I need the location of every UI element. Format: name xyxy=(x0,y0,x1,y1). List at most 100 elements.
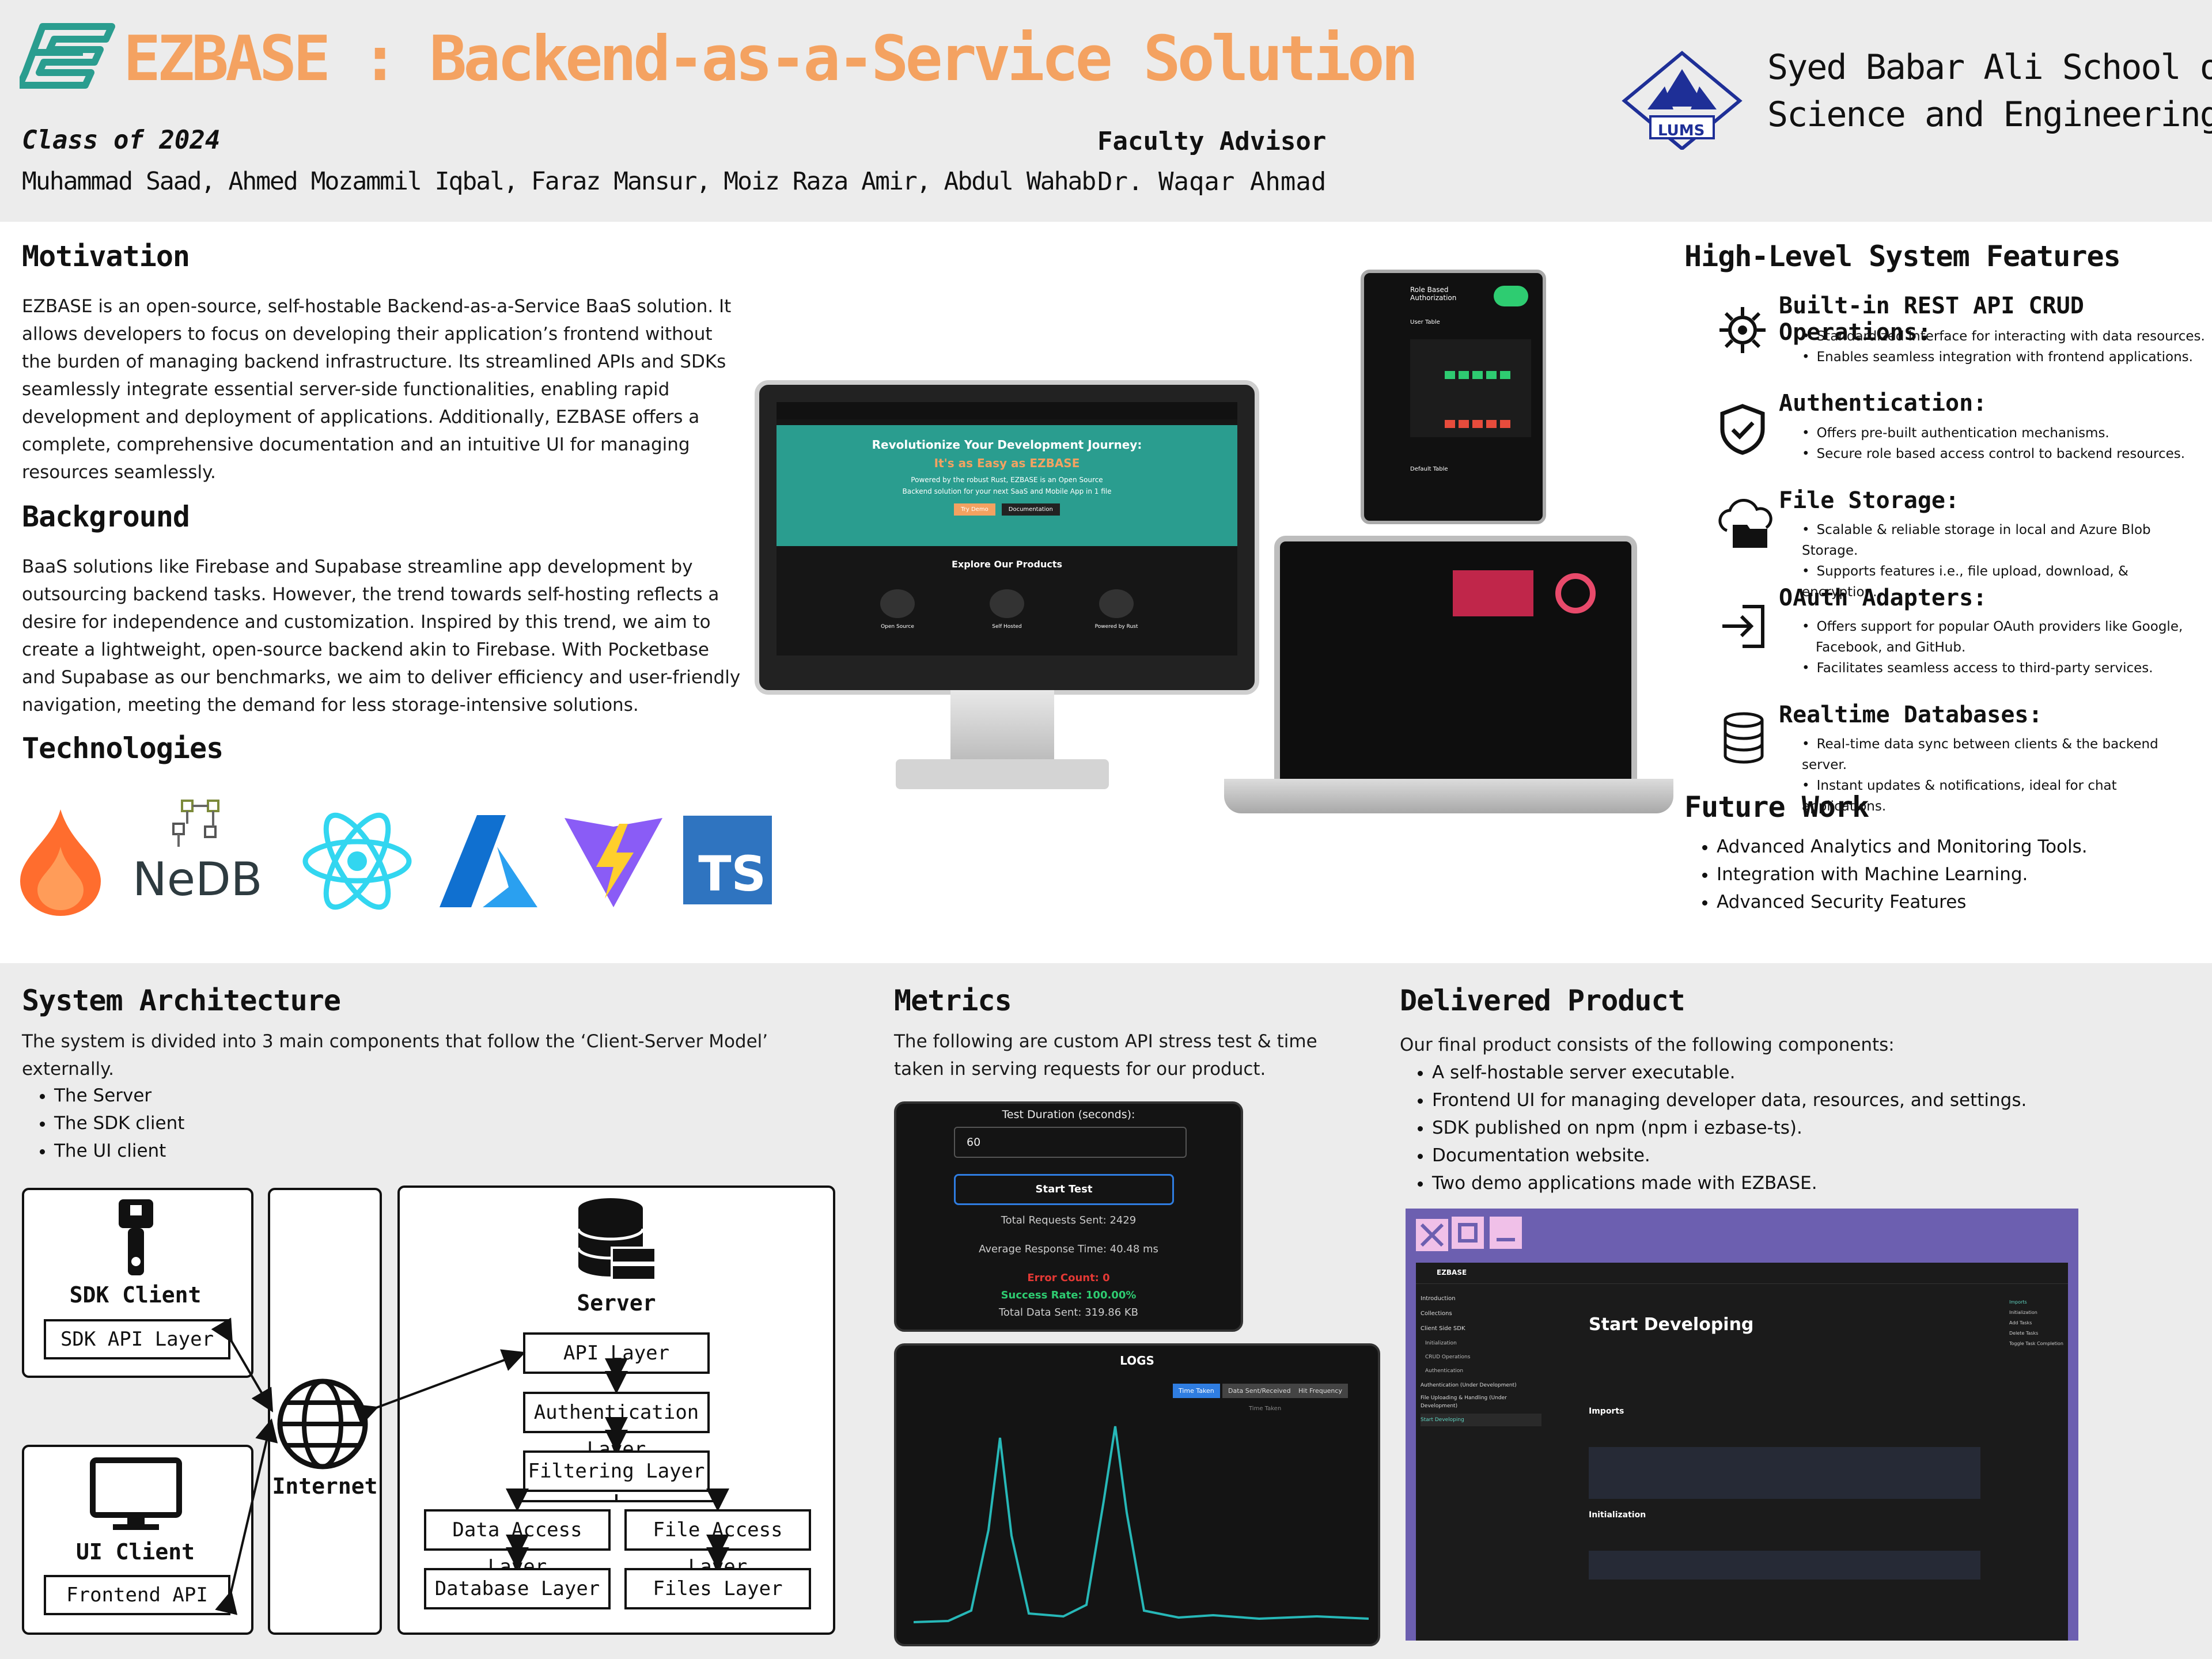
feature-bullet: Scalable & reliable storage in local and… xyxy=(1802,520,2205,561)
docs-nav-item-active[interactable]: Start Developing xyxy=(1421,1414,1541,1426)
docs-nav-item[interactable]: Client Side SDK xyxy=(1421,1325,1465,1332)
chart-legend: Time Taken xyxy=(1249,1406,1282,1412)
feature-list-oauth: Offers support for popular OAuth provide… xyxy=(1779,616,2205,679)
architecture-item: The SDK client xyxy=(54,1109,184,1137)
school-line2: Science and Engineering xyxy=(1767,94,2212,135)
feature-title-realtime: Realtime Databases: xyxy=(1779,702,2043,728)
success-rate: Success Rate: 100.00% xyxy=(1001,1289,1137,1301)
laptop-base xyxy=(1224,779,1673,813)
azure-icon xyxy=(437,812,540,910)
hero-line2: It's as Easy as EZBASE xyxy=(934,456,1080,470)
toc-item[interactable]: Toggle Task Completion xyxy=(2009,1341,2063,1346)
open-source-icon xyxy=(880,589,915,618)
monitor-navbar xyxy=(777,402,1237,419)
server-database-icon xyxy=(576,1197,657,1283)
shield-check-icon xyxy=(1717,403,1768,455)
monitor-base xyxy=(896,759,1109,789)
tablet-title: Role Based Authorization xyxy=(1410,286,1457,302)
feature-list-auth: Offers pre-built authentication mechanis… xyxy=(1779,423,2205,464)
tab-time-taken[interactable]: Time Taken xyxy=(1173,1384,1220,1398)
docs-sidebar: Introduction Collections Client Side SDK… xyxy=(1421,1291,1541,1426)
error-count: Error Count: 0 xyxy=(1027,1272,1110,1284)
authors: Muhammad Saad, Ahmed Mozammil Iqbal, Far… xyxy=(22,167,1096,196)
docs-imports-heading: Imports xyxy=(1589,1407,1624,1416)
header-band xyxy=(0,0,2212,222)
docs-nav-item[interactable]: Initialization xyxy=(1425,1340,1457,1346)
delivered-title: Delivered Product xyxy=(1400,984,1685,1017)
docs-nav-item[interactable]: Collections xyxy=(1421,1310,1452,1317)
tab-data-sent[interactable]: Data Sent/Received xyxy=(1222,1384,1297,1398)
tablet-default-table: Default Table xyxy=(1410,466,1448,472)
docs-screen: EZBASE Introduction Collections Client S… xyxy=(1416,1263,2068,1641)
product-rust: Powered by Rust xyxy=(1094,624,1138,630)
monitor-mockup: Revolutionize Your Development Journey: … xyxy=(755,380,1259,695)
tab-hit-frequency[interactable]: Hit Frequency xyxy=(1293,1384,1348,1398)
duration-input[interactable]: 60 xyxy=(954,1127,1187,1158)
toc-item[interactable]: Initialization xyxy=(2009,1310,2037,1315)
vite-icon xyxy=(562,812,665,910)
tablet-user-table: User Table xyxy=(1410,319,1440,325)
feature-bullet: Offers pre-built authentication mechanis… xyxy=(1802,423,2205,444)
api-layer: API Layer xyxy=(523,1332,710,1374)
feature-bullet: Secure role based access control to back… xyxy=(1802,444,2205,464)
docs-code-block xyxy=(1589,1551,1980,1580)
documentation-button[interactable]: Documentation xyxy=(1001,503,1060,516)
monitor-screen: Revolutionize Your Development Journey: … xyxy=(777,402,1237,656)
window-minimize-icon[interactable] xyxy=(1490,1217,1522,1249)
total-data: Total Data Sent: 319.86 KB xyxy=(998,1306,1139,1319)
future-item: Integration with Machine Learning. xyxy=(1717,861,2088,888)
nedb-logo: NeDB xyxy=(130,795,274,910)
rust-icon xyxy=(1099,589,1134,618)
toc-item[interactable]: Imports xyxy=(2009,1300,2027,1305)
laptop-image-preview xyxy=(1453,570,1533,616)
toc-item[interactable]: Add Tasks xyxy=(2009,1320,2032,1325)
lums-logo xyxy=(1619,46,1745,151)
docs-nav-item[interactable]: CRUD Operations xyxy=(1425,1354,1471,1360)
toc-item[interactable]: Delete Tasks xyxy=(2009,1331,2039,1336)
nedb-label: NeDB xyxy=(132,853,263,906)
docs-init-heading: Initialization xyxy=(1589,1510,1646,1520)
ts-label: TS xyxy=(698,846,766,902)
api-gear-icon xyxy=(1717,304,1768,356)
tablet-toggle[interactable] xyxy=(1494,286,1528,306)
delivered-item: SDK published on npm (npm i ezbase-ts). xyxy=(1432,1114,2027,1142)
architecture-item: The Server xyxy=(54,1082,184,1109)
metrics-intro: The following are custom API stress test… xyxy=(894,1031,1317,1080)
delivered-item: Two demo applications made with EZBASE. xyxy=(1432,1169,2027,1197)
docs-nav-item[interactable]: File Uploading & Handling (Under Develop… xyxy=(1421,1395,1507,1409)
delivered-item: Documentation website. xyxy=(1432,1142,2027,1169)
window-maximize-icon[interactable] xyxy=(1452,1217,1484,1249)
feature-list-crud: Standardized interface for interacting w… xyxy=(1779,326,2205,368)
feature-list-storage: Scalable & reliable storage in local and… xyxy=(1779,520,2205,603)
login-arrow-icon xyxy=(1719,602,1768,651)
cloud-folder-icon xyxy=(1715,498,1773,551)
docs-nav-item[interactable]: Authentication (Under Development) xyxy=(1421,1382,1517,1388)
poster-title: EZBASE : Backend-as-a-Service Solution xyxy=(123,23,1419,95)
feature-bullet: Offers support for popular OAuth provide… xyxy=(1802,616,2205,637)
feature-bullet: Enables seamless integration with fronte… xyxy=(1802,347,2205,368)
start-test-button[interactable]: Start Test xyxy=(954,1174,1174,1205)
advisor-label: Faculty Advisor xyxy=(1097,127,1327,156)
motivation-text: EZBASE is an open-source, self-hostable … xyxy=(22,296,732,483)
delivered-item: A self-hostable server executable. xyxy=(1432,1059,2027,1086)
sdk-api-layer: SDK API Layer xyxy=(44,1319,230,1359)
products-title: Explore Our Products xyxy=(951,559,1063,570)
delivered-item: Frontend UI for managing developer data,… xyxy=(1432,1086,2027,1114)
tablet-row-green xyxy=(1445,371,1514,379)
try-demo-button[interactable]: Try Demo xyxy=(954,503,995,516)
feature-bullet: Real-time data sync between clients & th… xyxy=(1802,734,2205,775)
class-label: Class of 2024 xyxy=(22,126,221,155)
window-close-icon[interactable] xyxy=(1414,1217,1450,1253)
docs-nav-item[interactable]: Authentication xyxy=(1425,1368,1464,1374)
advisor-name: Dr. Waqar Ahmad xyxy=(1097,167,1327,196)
feature-title-auth: Authentication: xyxy=(1779,390,1987,416)
school-line1: Syed Babar Ali School of xyxy=(1767,47,2212,88)
hero-line1: Revolutionize Your Development Journey: xyxy=(872,438,1142,452)
monitor-stand xyxy=(950,690,1054,759)
background-text: BaaS solutions like Firebase and Supabas… xyxy=(22,556,741,715)
server-label: Server xyxy=(577,1290,656,1316)
docs-nav-item[interactable]: Introduction xyxy=(1421,1296,1456,1302)
feature-bullet-cont: Facebook, and GitHub. xyxy=(1816,640,1966,655)
architecture-intro: The system is divided into 3 main compon… xyxy=(22,1031,768,1080)
database-icon xyxy=(1722,712,1766,764)
